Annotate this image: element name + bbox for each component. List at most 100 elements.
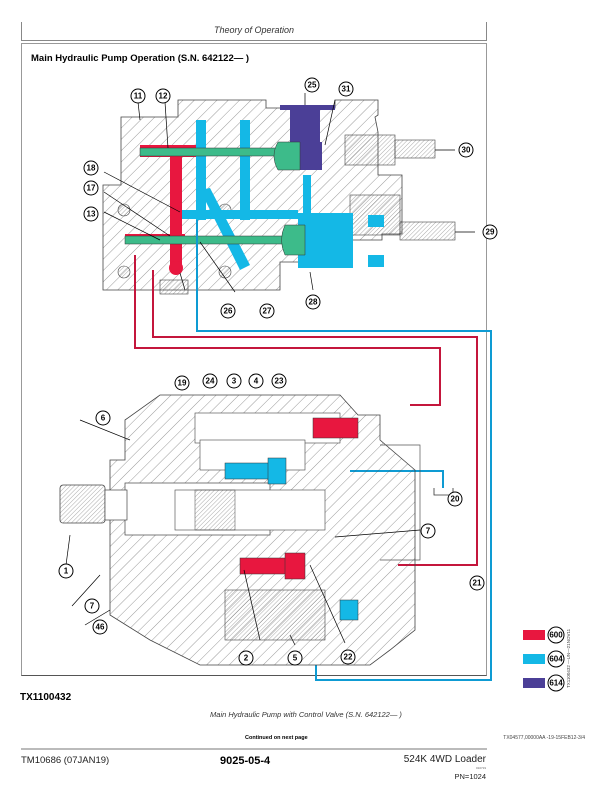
page-header: Theory of Operation <box>21 22 487 41</box>
svg-text:12: 12 <box>159 92 168 101</box>
callout-6: 6 <box>95 410 111 426</box>
valve-cap-upper <box>344 134 396 166</box>
svg-text:7: 7 <box>426 527 431 536</box>
callout-28: 28 <box>305 294 321 310</box>
content-frame: Main Hydraulic Pump Operation (S.N. 6421… <box>21 43 487 676</box>
callout-18: 18 <box>83 160 99 176</box>
svg-text:17: 17 <box>87 184 96 193</box>
callout-24: 24 <box>202 373 218 389</box>
svg-text:26: 26 <box>224 307 233 316</box>
control-valve <box>102 99 456 295</box>
svg-text:29: 29 <box>486 228 495 237</box>
spool-lower <box>124 235 296 245</box>
callout-26: 26 <box>220 303 236 319</box>
legend-swatch-614 <box>523 678 545 688</box>
callout-30: 30 <box>458 142 474 158</box>
callout-17: 17 <box>83 180 99 196</box>
callout-3: 3 <box>226 373 242 389</box>
pn-number: PN=1024 <box>454 772 486 781</box>
legend-swatch-600 <box>523 630 545 640</box>
svg-text:24: 24 <box>206 377 215 386</box>
figure-id: TX1100432 <box>20 692 72 703</box>
callout-22: 22 <box>340 649 356 665</box>
callout-29: 29 <box>482 224 498 240</box>
footer-divider <box>21 748 487 750</box>
plug <box>117 265 131 279</box>
pilot-diagonal <box>200 188 250 270</box>
section-title: Main Hydraulic Pump Operation (S.N. 6421… <box>31 53 250 64</box>
svg-text:11: 11 <box>134 92 143 101</box>
piston-cavity-lower <box>368 255 384 267</box>
callout-2: 2 <box>238 650 254 666</box>
callout-27: 27 <box>259 303 275 319</box>
svg-text:13: 13 <box>87 210 96 219</box>
pump <box>59 394 421 666</box>
svg-text:18: 18 <box>87 164 96 173</box>
callout-7-right: 7 <box>420 523 436 539</box>
spool-upper-head <box>273 141 301 171</box>
callout-5: 5 <box>287 650 303 666</box>
callout-11: 11 <box>130 88 146 104</box>
callout-31: 31 <box>338 81 354 97</box>
callout-46: 46 <box>92 619 108 635</box>
callout-20: 20 <box>447 491 463 507</box>
svg-text:6: 6 <box>101 414 106 423</box>
callout-4: 4 <box>248 373 264 389</box>
svg-text:20: 20 <box>451 495 460 504</box>
pilot-vertical <box>303 175 311 215</box>
callout-23: 23 <box>271 373 287 389</box>
svg-text:5: 5 <box>293 654 298 663</box>
cap-25 <box>280 105 335 110</box>
pilot-cross-passage-2 <box>248 210 298 219</box>
line-blue-1 <box>196 220 492 681</box>
figure-side-code: TX1100432 —UN—21NOV11 <box>566 628 571 688</box>
svg-text:27: 27 <box>263 307 272 316</box>
footer-date-code: 010719 <box>475 766 486 770</box>
continued-note: Continued on next page <box>245 735 308 741</box>
legend-label-614: 614 <box>547 674 565 692</box>
svg-text:7: 7 <box>90 602 95 611</box>
actuator-piston-head <box>284 552 306 580</box>
svg-text:2: 2 <box>244 654 249 663</box>
spool-lower-head <box>281 224 306 256</box>
svg-text:31: 31 <box>342 85 351 94</box>
svg-text:600: 600 <box>549 631 563 640</box>
line-red-1 <box>134 255 441 406</box>
document-reference: TX04577,00000AA -19-15FEB12-3/4 <box>503 735 585 741</box>
callout-25: 25 <box>304 77 320 93</box>
shaft-spline <box>59 484 106 524</box>
adjust-screw-upper <box>394 139 436 159</box>
line-red-2 <box>152 270 478 566</box>
legend-label-600: 600 <box>547 626 565 644</box>
piston-cavity-upper <box>368 215 384 227</box>
plug-bottom <box>159 279 189 295</box>
callout-21: 21 <box>469 575 485 591</box>
callout-13: 13 <box>83 206 99 222</box>
shaft-neck <box>104 489 128 521</box>
callout-1: 1 <box>58 563 74 579</box>
end-cover <box>380 444 421 561</box>
spring-chamber <box>298 213 353 268</box>
pilot-passage-2 <box>240 120 250 220</box>
svg-text:3: 3 <box>232 377 237 386</box>
svg-text:25: 25 <box>308 81 317 90</box>
figure-caption: Main Hydraulic Pump with Control Valve (… <box>210 710 402 719</box>
svg-text:4: 4 <box>254 377 259 386</box>
bias-cylinder <box>224 589 326 641</box>
compensator-plug <box>290 110 320 145</box>
tank-symbol <box>433 488 454 496</box>
plug <box>117 203 131 217</box>
model-name: 524K 4WD Loader <box>403 754 486 765</box>
adjust-screw-lower <box>399 221 456 241</box>
callout-7-left: 7 <box>84 598 100 614</box>
page-number: 9025-05-4 <box>220 755 271 767</box>
header-title: Theory of Operation <box>213 25 295 35</box>
spool-upper <box>139 147 286 157</box>
spline-teeth <box>194 489 236 531</box>
leader-lines <box>65 93 475 646</box>
svg-text:21: 21 <box>473 579 482 588</box>
pilot-passage-1 <box>196 120 206 220</box>
svg-text:1: 1 <box>64 567 69 576</box>
svg-text:46: 46 <box>96 623 105 632</box>
